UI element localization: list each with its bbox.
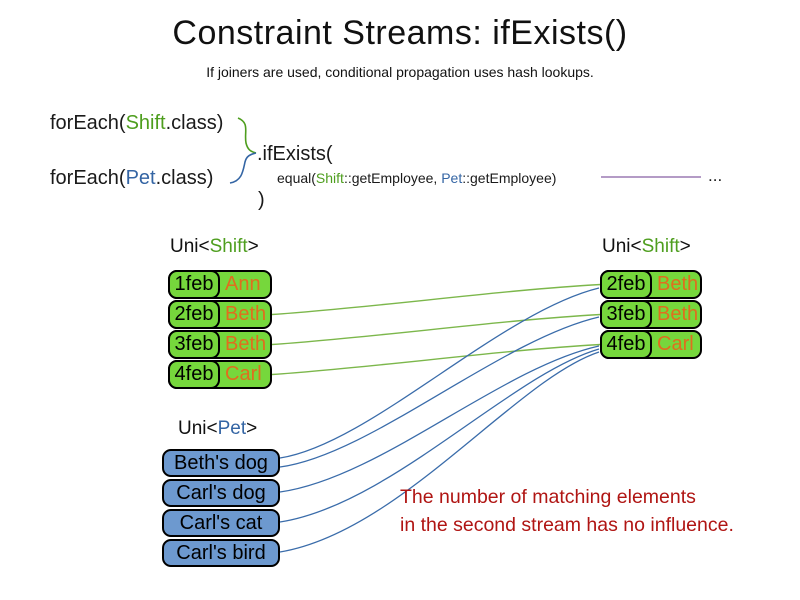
code-foreach-pet: forEach(Pet.class): [50, 167, 213, 190]
connector-4feb-4feb: [271, 343, 602, 376]
code-text: .class): [155, 167, 214, 189]
label-uni-shift-left: Uni<Shift>: [170, 236, 259, 258]
label-text: >: [247, 236, 259, 257]
label-type: Pet: [217, 418, 247, 439]
label-text: Uni<: [178, 418, 218, 439]
label-text: Uni<: [602, 236, 642, 257]
table-row: 3feb Beth: [600, 300, 702, 329]
table-row: 4feb Carl: [168, 360, 272, 389]
date-cell: 2feb: [168, 300, 220, 329]
table-row: 3feb Beth: [168, 330, 272, 359]
table-row: 1feb Ann: [168, 270, 272, 299]
code-pet-type: Pet: [125, 167, 156, 189]
date-cell: 1feb: [168, 270, 220, 299]
connector-bethsdog-3feb: [279, 316, 600, 468]
code-equal-joiner: equal(Shift::getEmployee, Pet::getEmploy…: [277, 170, 556, 186]
name-cell: Beth: [657, 303, 699, 325]
code-shift-type: Shift: [315, 170, 344, 186]
name-cell: Beth: [225, 303, 267, 325]
table-row: 4feb Carl: [600, 330, 702, 359]
label-text: Uni<: [170, 236, 210, 257]
note-text: The number of matching elements in the s…: [400, 483, 734, 539]
date-cell: 2feb: [600, 270, 652, 299]
code-close-paren: ): [258, 189, 265, 211]
date-cell: 4feb: [600, 330, 652, 359]
connector-2feb-2feb: [271, 283, 602, 316]
code-ifexists: .ifExists(: [257, 143, 333, 165]
connector-3feb-3feb: [271, 313, 602, 346]
table-row: Beth's dog: [162, 449, 280, 477]
table-row: 2feb Beth: [168, 300, 272, 329]
code-text: .class): [165, 112, 224, 134]
code-shift-type: Shift: [125, 112, 166, 134]
label-type: Shift: [641, 236, 680, 257]
table-row: Carl's cat: [162, 509, 280, 537]
note-line: in the second stream has no influence.: [400, 514, 734, 536]
name-cell: Ann: [225, 273, 261, 295]
brace-bottom-blue: [229, 152, 257, 184]
table-row: 2feb Beth: [600, 270, 702, 299]
label-uni-shift-right: Uni<Shift>: [602, 236, 691, 258]
label-text: >: [246, 418, 258, 439]
code-text: ::getEmployee,: [343, 170, 442, 186]
code-ellipsis: ...: [708, 166, 723, 185]
date-cell: 3feb: [600, 300, 652, 329]
label-text: >: [679, 236, 691, 257]
page-subtitle: If joiners are used, conditional propaga…: [206, 64, 594, 80]
label-uni-pet: Uni<Pet>: [178, 418, 257, 440]
code-pet-type: Pet: [441, 170, 463, 186]
table-row: Carl's dog: [162, 479, 280, 507]
code-text: ::getEmployee): [462, 170, 557, 186]
connector-carlsdog-4feb: [279, 345, 600, 493]
name-cell: Beth: [225, 333, 267, 355]
code-text: forEach(: [50, 167, 126, 189]
name-cell: Carl: [225, 363, 262, 385]
name-cell: Beth: [657, 273, 699, 295]
label-type: Shift: [209, 236, 248, 257]
name-cell: Carl: [657, 333, 694, 355]
code-text: equal(: [277, 170, 316, 186]
code-text: forEach(: [50, 112, 126, 134]
date-cell: 3feb: [168, 330, 220, 359]
date-cell: 4feb: [168, 360, 220, 389]
page-title: Constraint Streams: ifExists(): [172, 14, 628, 52]
brace-top-green: [237, 117, 257, 154]
note-line: The number of matching elements: [400, 486, 696, 508]
table-row: Carl's bird: [162, 539, 280, 567]
code-foreach-shift: forEach(Shift.class): [50, 112, 223, 135]
connector-bethsdog-2feb: [279, 287, 600, 459]
